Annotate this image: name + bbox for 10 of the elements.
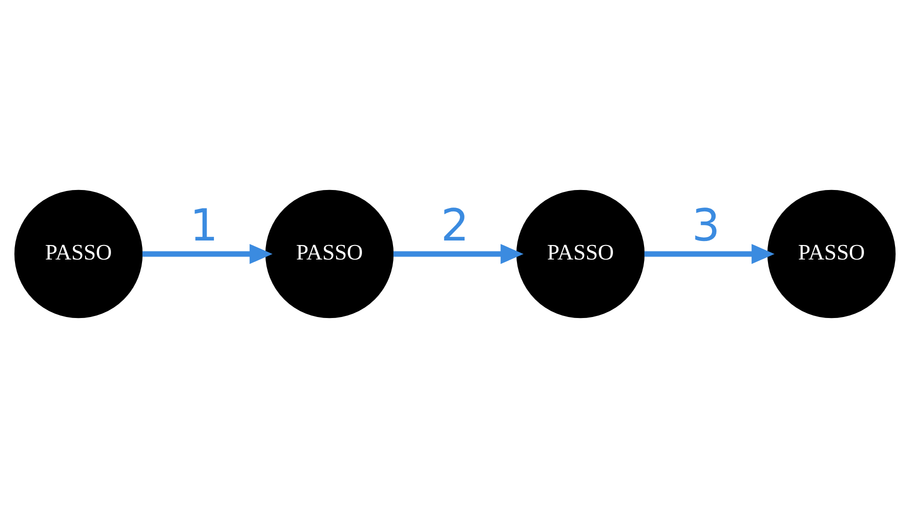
edge-label: 1 xyxy=(190,200,218,252)
node-circle: PASSO xyxy=(516,189,645,318)
edge-label: 2 xyxy=(440,200,470,252)
node-circle: PASSO xyxy=(767,189,896,318)
arrow xyxy=(644,243,775,264)
node-circle: PASSO xyxy=(265,189,394,318)
arrow xyxy=(393,243,524,264)
edge-label: 3 xyxy=(692,200,720,252)
arrow xyxy=(142,243,273,264)
node-circle: PASSO xyxy=(14,189,143,318)
